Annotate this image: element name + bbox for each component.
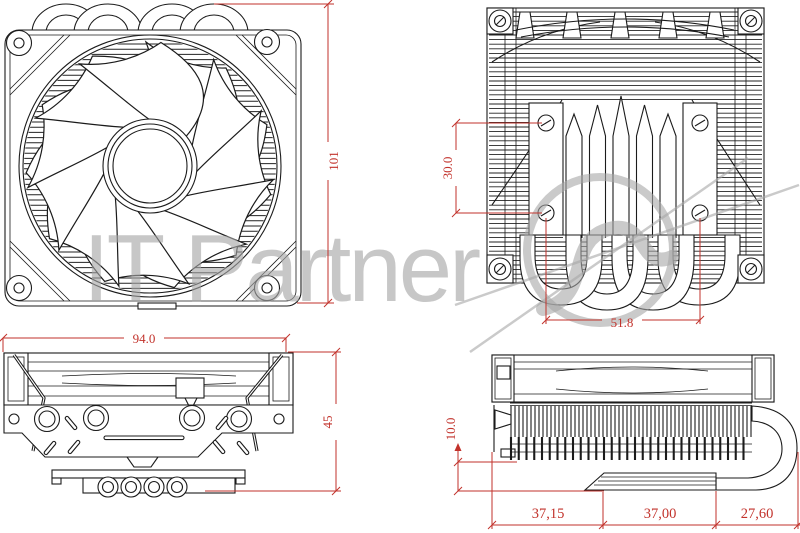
top-arc xyxy=(520,26,730,38)
vertical-heatpipe xyxy=(588,104,607,238)
dim-base-clearance-label: 10.0 xyxy=(443,418,458,441)
dim-front-height xyxy=(205,347,341,496)
housing-profile-lines xyxy=(514,361,752,395)
vertical-heatpipe xyxy=(635,104,654,238)
housing-strips xyxy=(28,361,269,397)
fan-opening-inner xyxy=(22,38,278,294)
heatpipe-tips-top xyxy=(515,11,735,39)
dim-base-clearance xyxy=(453,443,604,496)
housing-detail-square xyxy=(496,365,511,380)
heatpipe-loop-inner xyxy=(87,14,129,34)
dim-segment-left-label: 37,15 xyxy=(532,506,565,522)
vent-slot xyxy=(67,439,81,455)
bracket-vent-slots xyxy=(43,415,250,456)
fin-stack-profile xyxy=(509,402,752,460)
heatpipe-loop-inner xyxy=(193,14,235,34)
watermark: IT Partner xyxy=(83,156,800,354)
bracket-holes xyxy=(8,404,285,433)
fan-corner-screws xyxy=(5,28,281,302)
base-assembly-front xyxy=(51,469,246,498)
dim-front-width xyxy=(0,333,291,352)
top-arc xyxy=(515,18,735,31)
dim-screw-vertical-label: 30.0 xyxy=(440,157,455,180)
rear-view xyxy=(486,7,765,311)
fan-hub-ring2 xyxy=(112,128,188,204)
side-left-bracket xyxy=(493,405,516,458)
dim-screw-vertical xyxy=(451,118,542,218)
dim-fan-height xyxy=(214,0,334,308)
heatpipe-tip xyxy=(562,11,582,39)
vent-slot xyxy=(215,415,229,431)
dim-segment-right-label: 27,60 xyxy=(741,506,774,522)
heatpipe-tip xyxy=(515,11,535,39)
vertical-heatpipe xyxy=(565,112,583,238)
dim-segment-center-label: 37,00 xyxy=(644,506,677,522)
dim-front-height-label: 45 xyxy=(320,416,335,429)
rear-corner-screws xyxy=(486,7,765,284)
vent-slot xyxy=(103,435,185,441)
fan-frame-corner-cuts xyxy=(9,34,297,302)
fan-hub xyxy=(102,118,198,214)
bracket-screw xyxy=(33,405,61,433)
heatpipe-loops xyxy=(31,3,249,34)
vertical-heatpipe xyxy=(659,112,677,238)
fan-front-view xyxy=(4,3,302,310)
fan-hub-ring xyxy=(107,123,193,209)
vertical-heatpipe xyxy=(612,95,630,238)
front-view xyxy=(3,352,294,498)
watermark-text: IT Partner xyxy=(83,215,480,322)
fan-cable xyxy=(184,397,198,412)
bracket-bottom-tab xyxy=(126,456,159,468)
dim-front-width-label: 94.0 xyxy=(133,331,156,346)
fan-cable-connector xyxy=(175,377,205,399)
fan-blades xyxy=(25,40,276,289)
bracket-screw xyxy=(225,405,253,433)
heatpipe-loop xyxy=(73,3,143,34)
bracket-screw xyxy=(82,404,110,432)
fan-opening-outer xyxy=(18,34,282,298)
dim-base-segments xyxy=(487,452,800,530)
vertical-heatpipes xyxy=(565,95,677,238)
dim-screw-horizontal-label: 51.8 xyxy=(611,315,634,330)
heatpipe-ends xyxy=(97,476,188,498)
vent-slot xyxy=(43,440,57,456)
watermark-logo xyxy=(454,156,800,354)
vent-slot xyxy=(64,415,78,431)
fan-bottom-tab xyxy=(137,302,177,310)
vent-slot xyxy=(236,440,250,456)
dim-fan-height-label: 101 xyxy=(326,151,341,171)
vent-slot xyxy=(212,439,226,455)
heatpipe-tip xyxy=(705,11,725,39)
side-profile-view xyxy=(491,354,798,491)
base-assembly-profile xyxy=(583,472,717,491)
dim-screw-horizontal xyxy=(541,218,705,325)
bracket-screw xyxy=(178,404,206,432)
